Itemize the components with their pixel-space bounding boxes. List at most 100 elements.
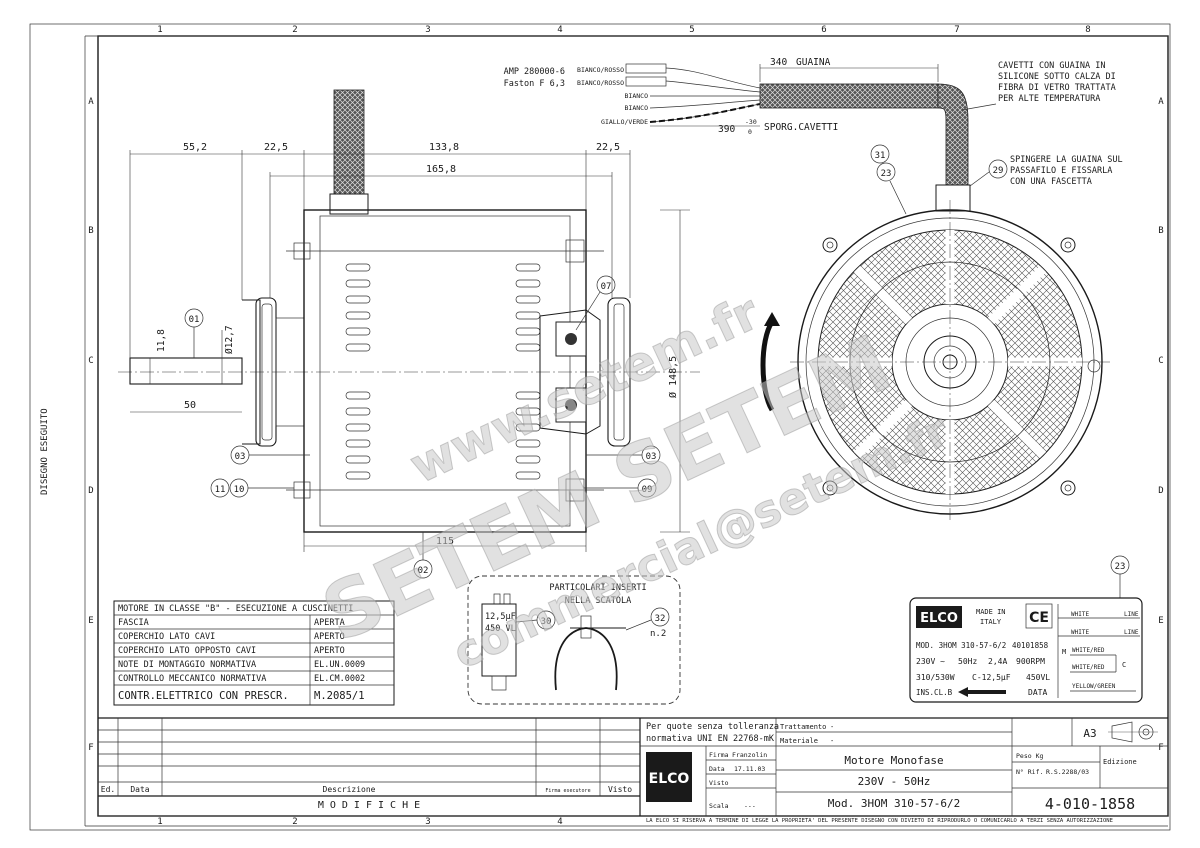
title-block: Per quote senza tolleranza normativa UNI…	[639, 717, 1168, 816]
wire-label-5: GIALLO/VERDE	[601, 118, 648, 126]
np-wire-white-1: WHITE	[1071, 611, 1089, 618]
lead-label: SPORG.CAVETTI	[764, 122, 838, 133]
nameplate-ce-mark: CE	[1029, 610, 1049, 626]
nameplate-capacitor: C-12,5µF	[972, 673, 1011, 682]
dim-11-8: 11,8	[156, 329, 167, 352]
sheath-note-line-1: CAVETTI CON GUAINA IN	[998, 61, 1105, 71]
sheath-note-line-2: SILICONE SOTTO CALZA DI	[998, 72, 1116, 82]
np-wire-white-2: WHITE	[1071, 629, 1089, 636]
grid-col-4-bottom: 4	[557, 817, 562, 827]
grid-col-2-bottom: 2	[292, 817, 297, 827]
grid-col-8: 8	[1085, 25, 1090, 35]
tb-edizione: Edizione	[1103, 758, 1137, 766]
tb-materiale-value: -	[830, 737, 834, 745]
outer-border	[29, 23, 1171, 831]
wire-label-3: BIANCO	[625, 92, 649, 100]
spec-row-6-label: CONTR.ELETTRICO CON PRESCR.	[118, 690, 289, 702]
dim-55-2: 55,2	[183, 142, 207, 153]
rotation-arrow-icon	[958, 687, 1006, 697]
grid-row-d-right: D	[1158, 486, 1163, 496]
inserts-title-2: NELLA SCATOLA	[565, 596, 632, 606]
dim-22-5-right: 22,5	[596, 142, 620, 153]
spec-row-1-value: APERTA	[314, 618, 345, 628]
grid-row-c: C	[88, 356, 93, 366]
nameplate-capacitor-voltage: 450VL	[1026, 673, 1050, 682]
nameplate-rpm: 900RPM	[1016, 657, 1045, 666]
motor-body	[303, 209, 587, 533]
balloon-30: 30	[541, 617, 552, 627]
grid-labels: 1 2 3 4 5 6 7 8 1 2 3 4 A B C D E F A B …	[88, 25, 1164, 827]
balloon-10: 10	[234, 485, 245, 495]
grid-col-7: 7	[954, 25, 959, 35]
tb-title-2: 230V - 50Hz	[858, 775, 931, 788]
grid-col-3: 3	[425, 25, 430, 35]
clamp-note-line-3: CON UNA FASCETTA	[1010, 177, 1092, 187]
rev-col-ed: Ed.	[101, 785, 115, 794]
cable-sheath	[759, 83, 939, 109]
wiring-harness: AMP 280000-6 Faston F 6,3 BIANCO/ROSSO B…	[504, 57, 969, 186]
tb-tolerance-2: normativa UNI EN 22768-mK	[646, 734, 775, 744]
rev-title: M O D I F I C H E	[318, 800, 420, 811]
sheath-note-line-4: PER ALTE TEMPERATURA	[998, 94, 1100, 104]
np-wire-yellow-green: YELLOW/GREEN	[1072, 683, 1116, 690]
tb-title-1: Motore Monofase	[844, 754, 943, 767]
tb-nrif-value: R.S.2288/03	[1046, 768, 1089, 776]
tb-materiale: Materiale	[780, 737, 818, 745]
grid-row-d: D	[88, 486, 93, 496]
dim-148-5: Ø 148,5	[667, 356, 679, 398]
grid-col-5: 5	[689, 25, 694, 35]
tb-data-value: 17.11.03	[734, 765, 765, 773]
projection-symbol-icon	[1108, 721, 1158, 743]
balloons: 01 03 03 11 10 02 07 09 31 23 29 30 32 2…	[184, 144, 1130, 631]
np-wire-line-1: LINE	[1124, 611, 1139, 618]
grid-col-1: 1	[157, 25, 162, 35]
clip-quantity: n.2	[650, 629, 666, 639]
dim-50: 50	[184, 400, 196, 411]
spec-row-4-label: NOTE DI MONTAGGIO NORMATIVA	[118, 660, 256, 670]
grid-col-3-bottom: 3	[425, 817, 430, 827]
dim-165-8: 165,8	[426, 164, 456, 175]
capacitor-voltage: 450 VL	[485, 624, 516, 634]
grid-row-f-right: F	[1158, 743, 1163, 753]
balloon-02: 02	[418, 566, 429, 576]
rev-col-firma: Firma esecutore	[545, 788, 590, 794]
tb-trattamento-value: -	[830, 723, 834, 731]
motor-side-view: 55,2 22,5 133,8 22,5 165,8 11,8 Ø12,7 50…	[118, 89, 700, 552]
spec-row-3-value: APERTO	[314, 646, 345, 656]
dim-115: 115	[436, 536, 454, 547]
balloon-23-nameplate: 23	[1115, 562, 1126, 572]
grid-col-4: 4	[557, 25, 562, 35]
notes: CAVETTI CON GUAINA IN SILICONE SOTTO CAL…	[961, 61, 1123, 187]
motor-front-view	[760, 184, 1110, 520]
tb-firma-value: Franzolin	[732, 751, 767, 759]
dim-22-5-left: 22,5	[264, 142, 288, 153]
nameplate-country: ITALY	[980, 618, 1002, 626]
nameplate-current: 2,4A	[988, 657, 1007, 666]
clamp-note-line-1: SPINGERE LA GUAINA SUL	[1010, 155, 1123, 165]
lead-length: 390	[718, 124, 735, 135]
nameplate-made-in: MADE IN	[976, 608, 1006, 616]
balloon-09: 09	[642, 485, 653, 495]
tb-format: A3	[1083, 727, 1096, 740]
nameplate-frequency: 50Hz	[958, 657, 977, 666]
sheath-label: GUAINA	[796, 57, 831, 68]
spec-table: MOTORE IN CLASSE "B" - ESECUZIONE A CUSC…	[113, 600, 395, 706]
grid-row-b: B	[88, 226, 93, 236]
nameplate-power: 310/530W	[916, 673, 955, 682]
sheath-note-line-3: FIBRA DI VETRO TRATTATA	[998, 83, 1116, 93]
tb-trattamento: Trattamento	[780, 723, 826, 731]
clamp-note-line-2: PASSAFILO E FISSARLA	[1010, 166, 1112, 176]
np-capacitor-symbol: C	[1122, 661, 1126, 669]
spec-row-6-value: M.2085/1	[314, 690, 365, 702]
balloon-03-left: 03	[235, 452, 246, 462]
tb-nrif: N° Rif.	[1016, 768, 1043, 776]
wire-label-2: BIANCO/ROSSO	[577, 79, 624, 87]
spec-row-3-label: COPERCHIO LATO OPPOSTO CAVI	[118, 646, 256, 656]
side-label: DISEGNO ESEGUITO	[40, 408, 50, 495]
grid-row-b-right: B	[1158, 226, 1163, 236]
rev-col-descrizione: Descrizione	[323, 785, 376, 794]
spec-row-5-label: CONTROLLO MECCANICO NORMATIVA	[118, 674, 266, 684]
inserts-title-1: PARTICOLARI INSERTI	[549, 583, 646, 593]
capacitor-value: 12,5µF	[485, 612, 516, 622]
